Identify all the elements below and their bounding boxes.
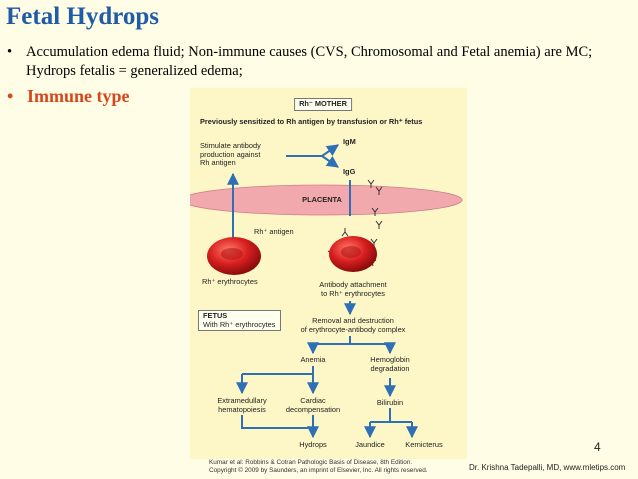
anemia-label: Anemia: [300, 355, 326, 364]
stimulate-line: Stimulate antibody: [200, 141, 261, 150]
rh-antigen-label: Rh⁺ antigen: [254, 227, 294, 236]
caption-line: Kumar et al: Robbins & Cotran Pathologic…: [209, 459, 413, 466]
cardiac-line: Cardiac: [300, 396, 326, 405]
placenta-band: [190, 184, 463, 216]
fetus-box: FETUS With Rh⁺ erythrocytes: [198, 310, 281, 332]
attachment-line: Antibody attachment: [319, 280, 387, 289]
stimulate-label: Stimulate antibody production against Rh…: [200, 141, 261, 168]
extramedullary-label: Extramedullary hematopoiesis: [217, 396, 267, 414]
fetus-sub-label: With Rh⁺ erythrocytes: [203, 319, 276, 329]
bullet-glyph: •: [7, 86, 14, 106]
hemoglobin-line: Hemoglobin: [370, 355, 410, 364]
cardiac-line: decompensation: [285, 404, 341, 414]
rh-hydrops-diagram: Rh⁻ MOTHER Previously sensitized to Rh a…: [190, 88, 467, 459]
bilirubin-label: Bilirubin: [376, 398, 404, 407]
igg-label: IgG: [343, 167, 356, 176]
cardiac-label: Cardiac decompensation: [285, 396, 341, 414]
diagram-graphics: [190, 144, 463, 439]
extramedullary-line: Extramedullary: [217, 396, 267, 405]
rh-erythrocytes-label: Rh⁺ erythrocytes: [202, 277, 258, 286]
removal-line: Removal and destruction: [312, 316, 394, 325]
caption-line: Copyright © 2009 by Saunders, an imprint…: [209, 466, 428, 474]
bullet-text: Accumulation edema fluid; Non-immune cau…: [26, 44, 593, 79]
mother-label: Rh⁻ MOTHER: [294, 98, 352, 111]
kernicterus-label: Kernicterus: [405, 440, 443, 449]
arrow-to-igg: [321, 155, 339, 168]
sensitized-label: Previously sensitized to Rh antigen by t…: [200, 117, 423, 126]
jaundice-label: Jaundice: [355, 440, 385, 449]
hemoglobin-line: degradation: [370, 363, 410, 373]
arrow-extra-to-hydrops: [241, 415, 308, 429]
bullet-glyph: •: [7, 44, 13, 60]
removal-label: Removal and destruction of erythrocyte-a…: [300, 316, 406, 334]
igm-label: IgM: [343, 137, 356, 146]
antibody-icon: [375, 186, 383, 195]
figure-caption: Kumar et al: Robbins & Cotran Pathologic…: [209, 459, 428, 474]
hemoglobin-label: Hemoglobin degradation: [370, 355, 410, 373]
antibody-icon: [341, 228, 349, 237]
antibody-icon: [371, 207, 379, 216]
rbc-left-center: [221, 248, 243, 260]
bullet-immune-type: • Immune type: [7, 85, 130, 107]
stimulate-line: Rh antigen: [200, 158, 236, 168]
antibody-icon: [367, 179, 375, 188]
bullet-accumulation: • Accumulation edema fluid; Non-immune c…: [7, 43, 617, 81]
bullet-text: Immune type: [27, 86, 130, 106]
rbc-right-center: [341, 246, 361, 258]
fetus-label: FETUS: [203, 311, 228, 320]
antibody-attachment-label: Antibody attachment to Rh⁺ erythrocytes: [319, 280, 387, 298]
extramedullary-line: hematopoiesis: [218, 404, 266, 414]
antibody-icon: [375, 220, 383, 229]
placenta-label: PLACENTA: [302, 195, 342, 204]
removal-line: of erythrocyte-antibody complex: [300, 324, 406, 334]
footer-credit: Dr. Krishna Tadepalli, MD, www.mletips.c…: [469, 463, 626, 472]
stimulate-line: production against: [200, 149, 261, 159]
slide-title: Fetal Hydrops: [6, 3, 160, 30]
hydrops-label: Hydrops: [299, 440, 327, 449]
page-number: 4: [594, 440, 601, 454]
arrow-to-igm: [321, 144, 339, 157]
attachment-line: to Rh⁺ erythrocytes: [321, 288, 385, 298]
